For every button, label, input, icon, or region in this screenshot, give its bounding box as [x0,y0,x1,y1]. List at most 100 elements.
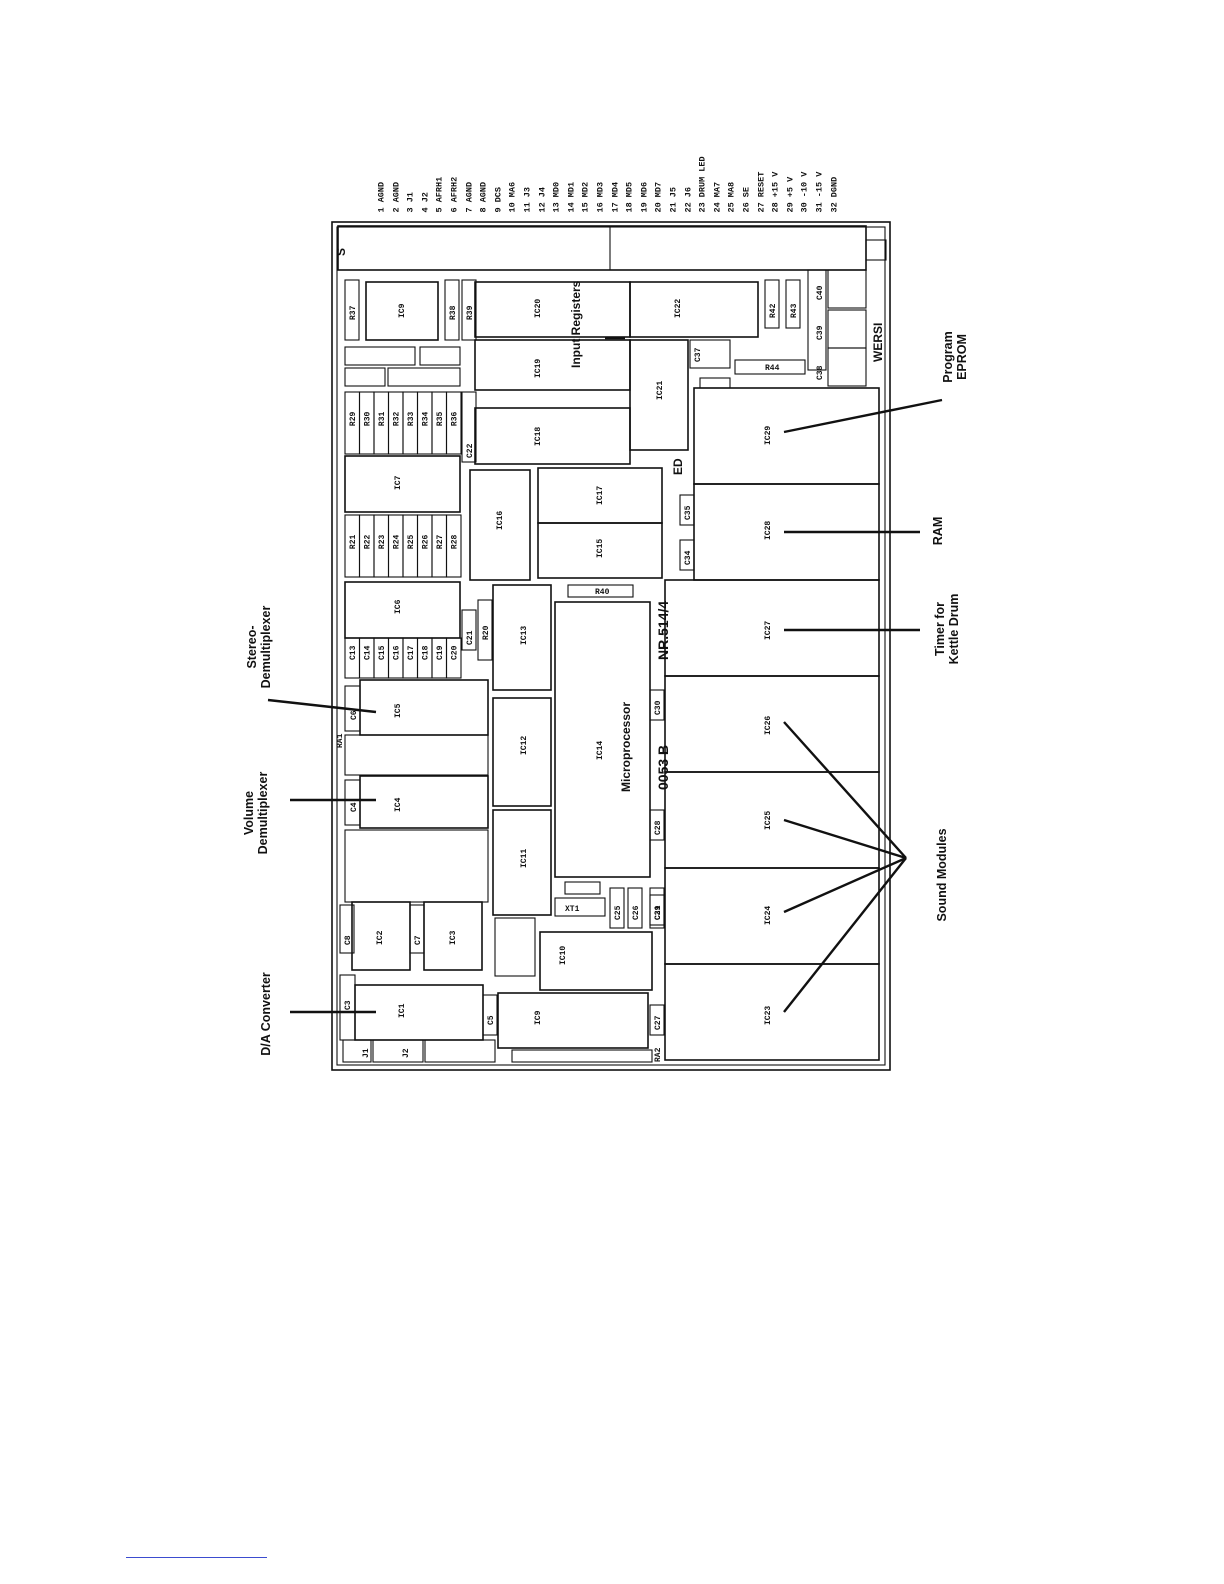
svg-text:J1: J1 [362,1048,371,1058]
svg-text:C31: C31 [654,905,663,920]
bank-label: C16 [393,645,402,660]
svg-text:R20: R20 [482,625,491,640]
svg-text:IC3: IC3 [449,930,458,945]
svg-text:R39: R39 [466,305,475,320]
bank-cell [445,514,462,578]
input-registers-label: Input Registers [569,280,583,368]
board-outline [331,221,891,1071]
ic13 [492,584,552,691]
bank-label: C17 [407,645,416,660]
bank-label: R22 [364,534,373,549]
svg-text:RA1: RA1 [336,733,345,748]
svg-text:IC27: IC27 [764,621,773,640]
svg-text:C30: C30 [654,700,663,715]
ic20 [474,281,631,338]
svg-text:IC6: IC6 [394,599,403,614]
svg-text:IC7: IC7 [394,475,403,490]
bank-label: R25 [407,534,416,549]
ic21 [629,339,689,451]
bank-label: C20 [451,645,460,660]
svg-text:C29: C29 [654,905,663,920]
svg-text:IC9: IC9 [398,303,407,318]
svg-text:C39: C39 [816,325,825,340]
bank-label: R28 [451,534,460,549]
ic14-microprocessor [554,601,651,878]
svg-text:C5: C5 [487,1015,496,1025]
ic11 [492,809,552,916]
bank-label: R23 [378,534,387,549]
bank-label: R32 [393,411,402,426]
svg-text:IC15: IC15 [596,539,605,558]
callout-sound-modules: Sound Modules [935,828,949,922]
svg-text:IC12: IC12 [520,736,529,755]
part-number: NR.514/4 [655,601,671,660]
ic8-top [365,281,439,341]
board-code: 0053 B [655,745,671,790]
svg-text:C4: C4 [350,802,359,812]
svg-text:C6: C6 [350,710,359,720]
svg-text:IC21: IC21 [656,381,665,400]
callout-timer-kettle-drum: Timer for Kettle Drum [933,593,962,665]
svg-text:IC16: IC16 [496,511,505,530]
bank-label: R30 [364,411,373,426]
svg-text:IC29: IC29 [764,426,773,445]
svg-text:RA2: RA2 [654,1047,663,1062]
bank-label: R27 [436,534,445,549]
svg-text:IC22: IC22 [674,299,683,318]
svg-text:IC25: IC25 [764,811,773,830]
edge-connector [337,225,867,271]
bank-label: C18 [422,645,431,660]
svg-text:IC23: IC23 [764,1006,773,1025]
svg-text:IC11: IC11 [520,849,529,868]
svg-text:C40: C40 [816,285,825,300]
ic4-volume-demultiplexer [359,775,489,829]
callout-ram: RAM [931,516,945,546]
svg-text:IC28: IC28 [764,521,773,540]
bank-label: R36 [451,411,460,426]
ic16 [469,469,531,581]
ic18 [474,407,631,465]
svg-text:XT1: XT1 [565,905,580,914]
bank-label: C14 [364,645,373,660]
svg-text:R44: R44 [765,364,780,373]
svg-text:C27: C27 [654,1015,663,1030]
svg-text:IC1: IC1 [398,1003,407,1018]
bank-label: C13 [349,645,358,660]
ic3 [423,901,483,971]
svg-text:C25: C25 [614,905,623,920]
ic29-program-eprom [693,387,880,485]
bank-label: R33 [407,411,416,426]
svg-text:C37: C37 [694,347,703,362]
bank-cell [445,391,462,455]
bank-label: R35 [436,411,445,426]
bank-label: R24 [393,534,402,549]
ic10 [539,931,653,991]
svg-text:IC17: IC17 [596,486,605,505]
bank-label: R29 [349,411,358,426]
callout-stereo-demultiplexer: Stereo- Demultiplexer [245,605,274,689]
microprocessor-label: Microprocessor [619,702,633,792]
svg-text:C7: C7 [414,935,423,945]
bank-label: R21 [349,534,358,549]
svg-text:C34: C34 [684,550,693,565]
svg-text:J2: J2 [402,1048,411,1058]
footnote-rule [126,1557,267,1558]
ic5-stereo-demultiplexer [359,679,489,736]
ic19 [474,339,631,391]
svg-text:IC5: IC5 [394,703,403,718]
ic23-sound-module [664,963,880,1061]
svg-text:C8: C8 [344,935,353,945]
svg-text:R38: R38 [449,305,458,320]
svg-text:C38: C38 [816,365,825,380]
svg-text:C22: C22 [466,443,475,458]
svg-text:IC26: IC26 [764,716,773,735]
svg-text:C21: C21 [466,630,475,645]
svg-text:IC19: IC19 [534,359,543,378]
bank-cell [445,637,462,679]
svg-text:IC10: IC10 [559,946,568,965]
svg-text:R37: R37 [349,305,358,320]
svg-text:IC14: IC14 [596,741,605,760]
